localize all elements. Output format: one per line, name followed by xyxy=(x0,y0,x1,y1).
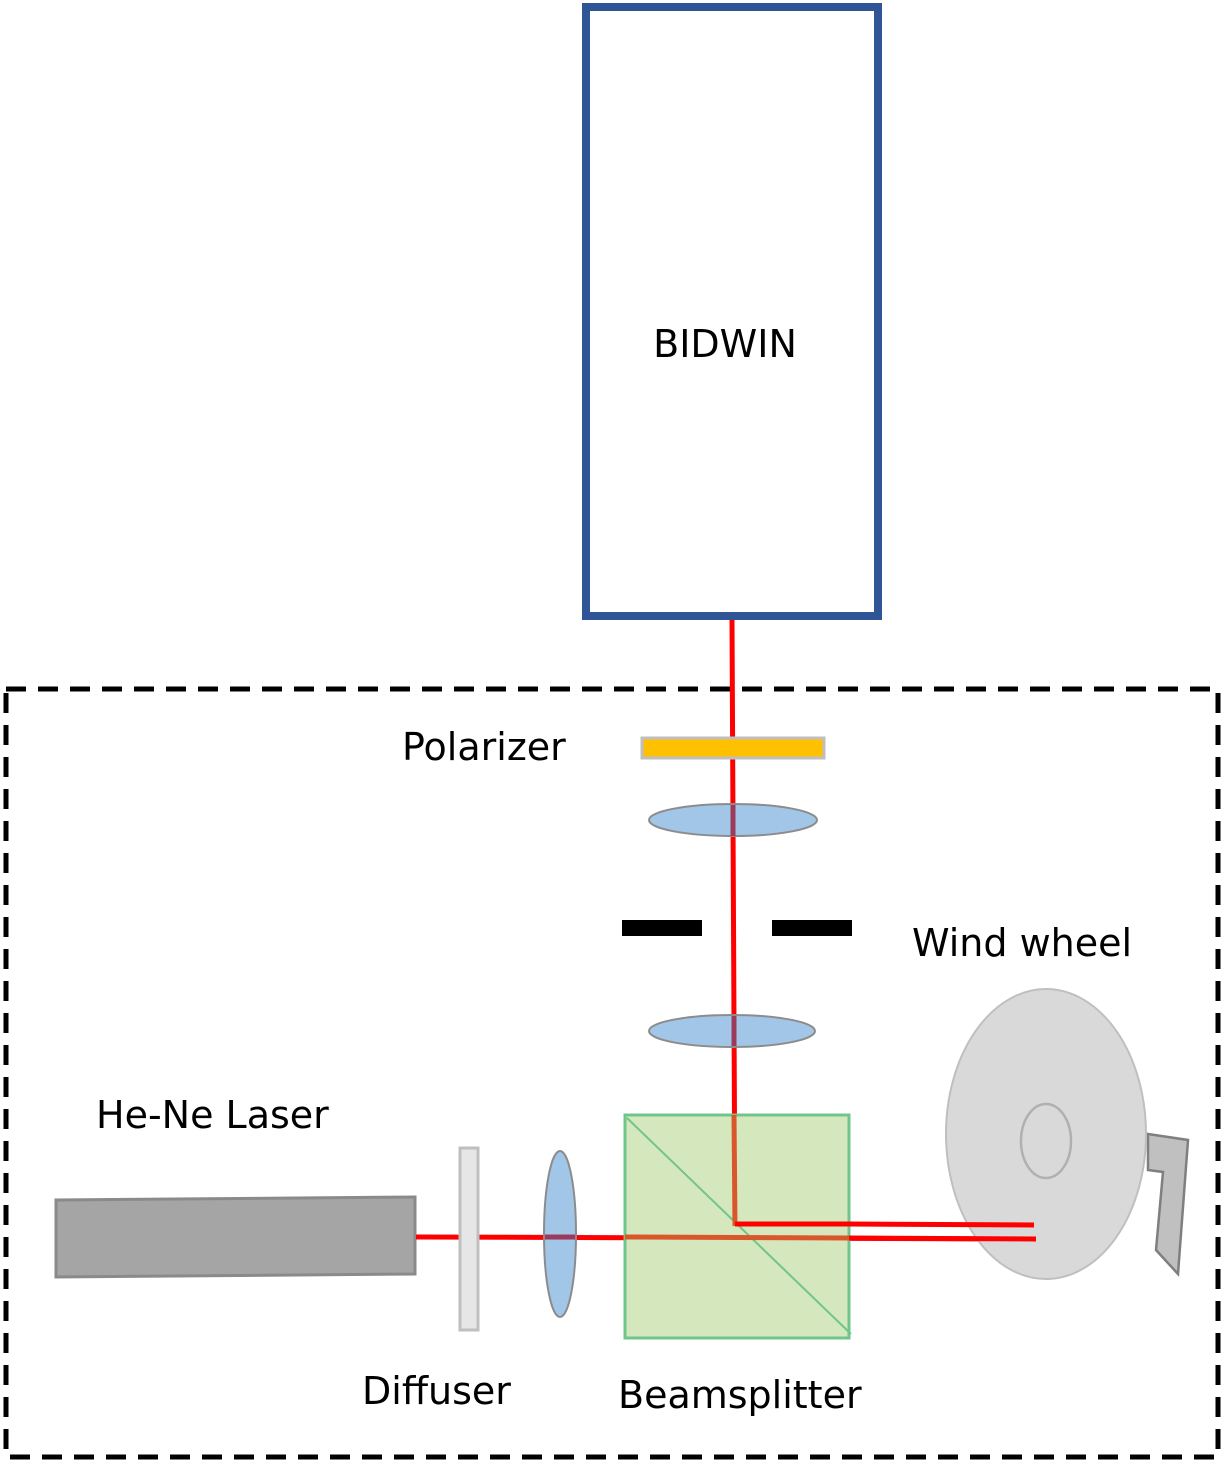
polarizer-label: Polarizer xyxy=(402,725,566,769)
wind-wheel-hub xyxy=(1019,1102,1073,1180)
aperture-left-blade xyxy=(622,920,702,936)
diffuser-label: Diffuser xyxy=(362,1369,511,1413)
aperture-right-blade xyxy=(772,920,852,936)
horizontal-lens xyxy=(543,1150,577,1318)
polarizer-plate xyxy=(640,736,826,760)
wind-wheel-disk xyxy=(945,988,1147,1280)
beam-return xyxy=(848,1221,1035,1228)
wind-wheel-label: Wind wheel xyxy=(912,921,1132,965)
beam-in-cube-horizontal xyxy=(624,1234,850,1241)
beam-incident-on-wheel xyxy=(848,1235,1037,1242)
bidwin-label: BIDWIN xyxy=(653,322,797,366)
laser-label: He-Ne Laser xyxy=(96,1093,329,1137)
beam-in-cube-vertical xyxy=(731,1114,738,1227)
wind-wheel-mount xyxy=(1146,1132,1190,1277)
bidwin-detector-box xyxy=(582,3,882,620)
beamsplitter-label: Beamsplitter xyxy=(618,1373,862,1417)
he-ne-laser-body xyxy=(54,1195,417,1279)
diffuser-plate xyxy=(458,1146,480,1332)
